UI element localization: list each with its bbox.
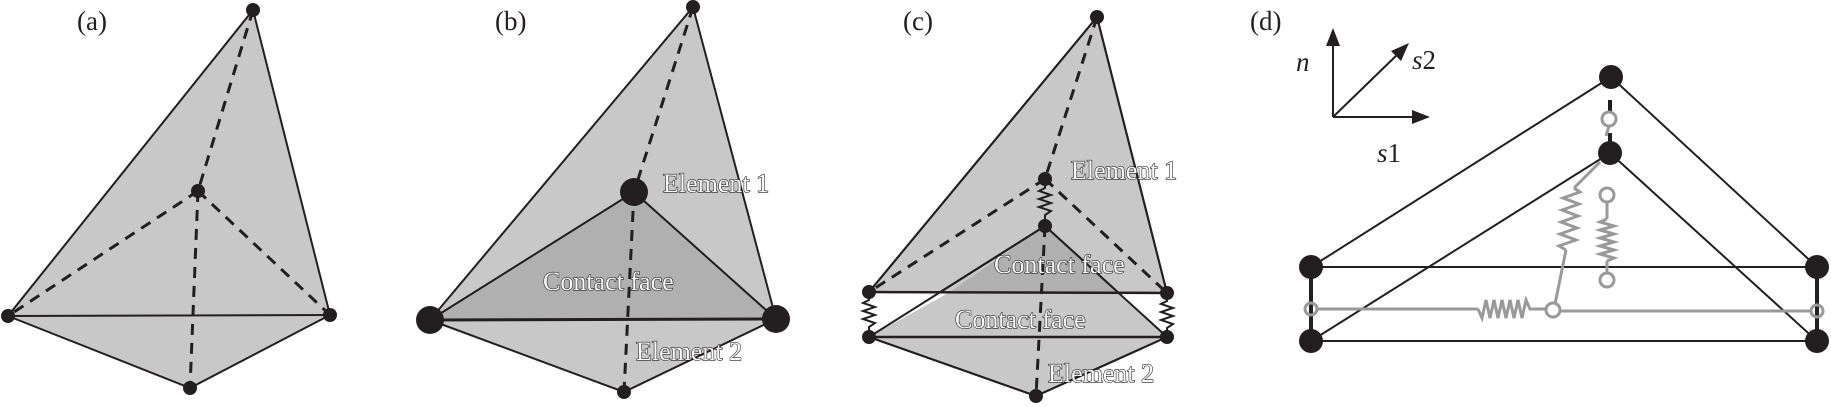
node — [617, 385, 631, 399]
label-element-2-c: Element 2 — [1048, 359, 1154, 388]
node — [183, 381, 197, 395]
node — [1038, 219, 1052, 233]
panel-d: (d) n s2 s1 — [1250, 6, 1829, 353]
node — [1160, 330, 1174, 344]
hollow-node — [1544, 301, 1562, 319]
contact-face-lower-strip — [869, 292, 1167, 337]
hollow-node — [1598, 271, 1616, 289]
node — [323, 308, 337, 322]
arrowhead-icon — [1391, 43, 1409, 61]
axis-label-s2: s2 — [1412, 45, 1436, 75]
shared-node — [416, 306, 444, 334]
hidden-edges-a — [7, 9, 332, 389]
spring-system — [1317, 125, 1811, 323]
hidden-edges-c — [868, 16, 1169, 397]
node — [1805, 329, 1829, 353]
s2-axis — [1332, 51, 1401, 118]
hollow-nodes — [1303, 110, 1825, 319]
element-2-outline — [1310, 152, 1818, 342]
node — [686, 0, 700, 14]
panel-b: (b) Element 1 Contact face Element 2 — [416, 0, 790, 399]
node — [1, 309, 15, 323]
node — [1299, 255, 1323, 279]
arrowhead-icon — [1412, 110, 1430, 124]
node — [1598, 141, 1622, 165]
label-element-2-b: Element 2 — [636, 337, 742, 366]
node — [1038, 172, 1052, 186]
shared-node — [762, 305, 790, 333]
shared-node — [620, 178, 648, 206]
spring-icon — [1476, 295, 1547, 323]
edge-c-bottom-right — [1035, 336, 1168, 397]
node — [246, 3, 260, 17]
edge-c-lower-left — [868, 225, 1046, 338]
nodes-b — [416, 0, 790, 399]
edge-c-bottom-left — [868, 336, 1037, 397]
panel-a-label: (a) — [77, 6, 107, 36]
hollow-node — [1809, 303, 1825, 319]
axis-label-s1-var: s — [1377, 138, 1388, 168]
panel-b-label: (b) — [495, 6, 526, 36]
panel-d-label: (d) — [1250, 6, 1281, 36]
axis-label-s1: s1 — [1377, 138, 1401, 168]
spring-icon — [1035, 183, 1055, 222]
node — [862, 330, 876, 344]
axis-label-s1-idx: 1 — [1388, 138, 1402, 168]
gray-rod-apex — [1572, 160, 1602, 190]
arrowhead-icon — [1326, 28, 1340, 46]
edge-c-upper-base — [868, 290, 1168, 295]
gray-rod-apex-link — [1604, 125, 1611, 137]
tetrahedron-a-silhouette — [6, 7, 332, 390]
gray-rod-diagonal — [1553, 249, 1568, 305]
edge-c-left-outer — [868, 16, 1098, 293]
axis-label-n: n — [1296, 47, 1310, 77]
node — [191, 184, 205, 198]
label-element-1-b: Element 1 — [663, 169, 769, 198]
edge-c-lower-right — [1044, 225, 1168, 338]
spring-icon — [1157, 297, 1177, 333]
axis-label-s2-var: s — [1412, 45, 1423, 75]
hidden-edges-b — [622, 6, 695, 393]
nodes-d — [1299, 65, 1829, 353]
coordinate-axes — [1326, 28, 1430, 124]
label-contact-face-b: Contact face — [543, 267, 674, 296]
contact-face-upper-shade — [950, 226, 1118, 292]
node — [862, 285, 876, 299]
label-contact-face-lower-c: Contact face — [955, 305, 1086, 334]
panel-c: (c) — [859, 6, 1178, 403]
node — [1805, 255, 1829, 279]
label-contact-face-upper-c: Contact face — [994, 250, 1125, 279]
spring-icon — [859, 296, 879, 333]
node — [1599, 65, 1623, 89]
edge-b-base — [429, 317, 777, 322]
element-1-outline — [1310, 76, 1818, 268]
panel-c-label: (c) — [903, 6, 933, 36]
node — [1299, 329, 1323, 353]
edge-a-left-right — [7, 314, 331, 317]
hollow-node — [1598, 186, 1616, 204]
hollow-node — [1600, 110, 1618, 128]
hollow-node — [1303, 301, 1319, 317]
node — [1160, 286, 1174, 300]
nodes-a — [1, 3, 337, 395]
node — [1090, 10, 1104, 24]
edge-c-right-outer — [1096, 16, 1168, 294]
spring-icon — [1555, 186, 1584, 252]
springs-c — [859, 183, 1177, 333]
axis-label-s2-idx: 2 — [1423, 45, 1437, 75]
spring-icon — [1594, 217, 1620, 263]
node — [1029, 389, 1043, 403]
label-element-1-c: Element 1 — [1071, 156, 1177, 185]
panel-a: (a) — [1, 3, 337, 395]
nodes-c — [862, 10, 1174, 403]
